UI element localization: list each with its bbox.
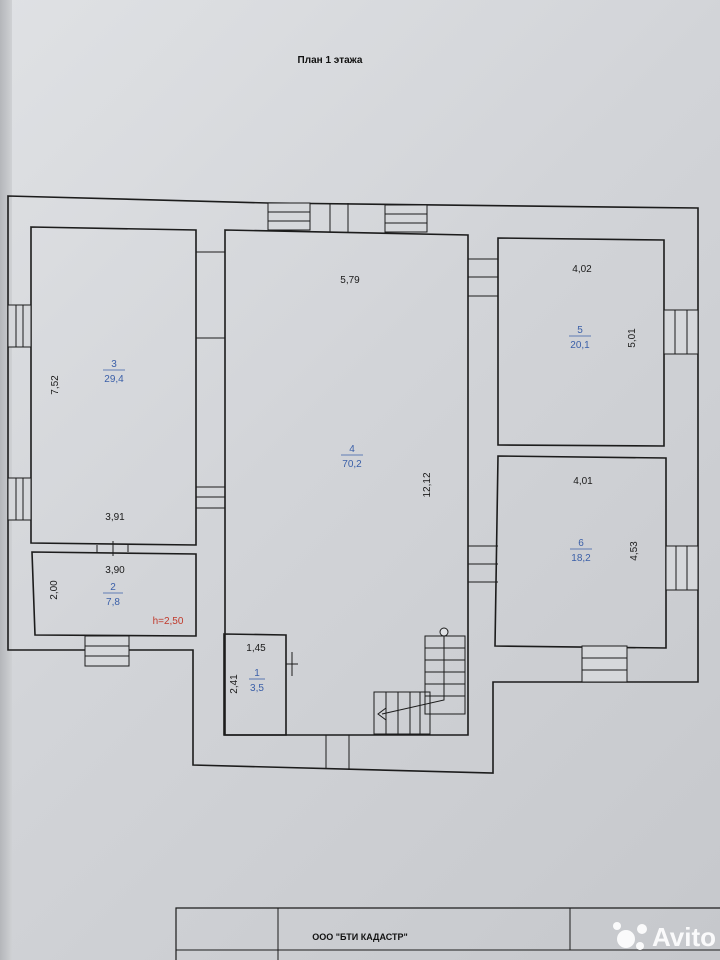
doorway-3-4-lower — [196, 486, 225, 509]
doorway-1-4 — [286, 652, 298, 676]
room-4-height-dim: 12,12 — [422, 472, 433, 497]
entrance-door-bottom — [325, 735, 350, 770]
room-6-area: 18,2 — [571, 553, 591, 564]
plan-title: План 1 этажа — [298, 55, 363, 66]
room-1-number: 1 — [254, 668, 260, 679]
room-4-outline — [224, 229, 469, 736]
room-3-area: 29,4 — [104, 374, 124, 385]
room-6-number: 6 — [578, 538, 584, 549]
window-bottom-room2 — [84, 635, 130, 667]
room-5-width-dim: 4,02 — [572, 264, 592, 275]
room-2-width-dim: 3,90 — [105, 565, 125, 576]
room-2-ceiling-height: h=2,50 — [153, 616, 184, 627]
doorway-3-2 — [96, 541, 129, 556]
room-2-area: 7,8 — [106, 597, 120, 608]
room-6-width-dim: 4,01 — [573, 476, 593, 487]
sheet-edge — [0, 0, 12, 960]
room-4-width-dim: 5,79 — [340, 275, 360, 286]
room-1-width-dim: 1,45 — [246, 643, 266, 654]
window-left-lower — [7, 477, 32, 521]
company-name: ООО "БТИ КАДАСТР" — [312, 932, 408, 942]
room-3-height-dim: 7,52 — [50, 375, 61, 395]
room-5-number: 5 — [577, 325, 583, 336]
window-bottom-room6 — [581, 645, 628, 683]
room-1-outline — [223, 633, 287, 736]
avito-watermark: Avito — [613, 922, 716, 952]
doorway-4-6 — [468, 545, 498, 583]
room-6-outline — [494, 455, 667, 649]
staircase — [373, 627, 466, 735]
room-3-number: 3 — [111, 359, 117, 370]
title-block: ООО "БТИ КАДАСТР" — [175, 907, 720, 960]
room-3-width-dim: 3,91 — [105, 512, 125, 523]
doorway-3-4-upper — [196, 251, 225, 339]
window-left-upper — [7, 304, 32, 348]
room-5-outline — [497, 237, 665, 447]
room-5-area: 20,1 — [570, 340, 590, 351]
room-4-number: 4 — [349, 444, 355, 455]
avito-logo-icon — [617, 930, 635, 948]
room-1-area: 3,5 — [250, 683, 264, 694]
window-top-left — [267, 202, 311, 231]
window-right-lower — [665, 545, 699, 591]
room-2-number: 2 — [110, 582, 116, 593]
room-3-outline — [30, 226, 197, 546]
entrance-door-top — [329, 203, 349, 232]
doorway-4-5 — [468, 258, 498, 297]
room-2-outline — [31, 551, 197, 637]
room-4-area: 70,2 — [342, 459, 362, 470]
room-6-height-dim: 4,53 — [629, 541, 640, 561]
window-right-upper — [663, 309, 699, 355]
room-5-height-dim: 5,01 — [627, 328, 638, 348]
avito-wordmark: Avito — [652, 922, 716, 952]
room-1-height-dim: 2,41 — [229, 674, 240, 694]
room-2-height-dim: 2,00 — [49, 580, 60, 600]
window-top-right — [384, 204, 428, 233]
